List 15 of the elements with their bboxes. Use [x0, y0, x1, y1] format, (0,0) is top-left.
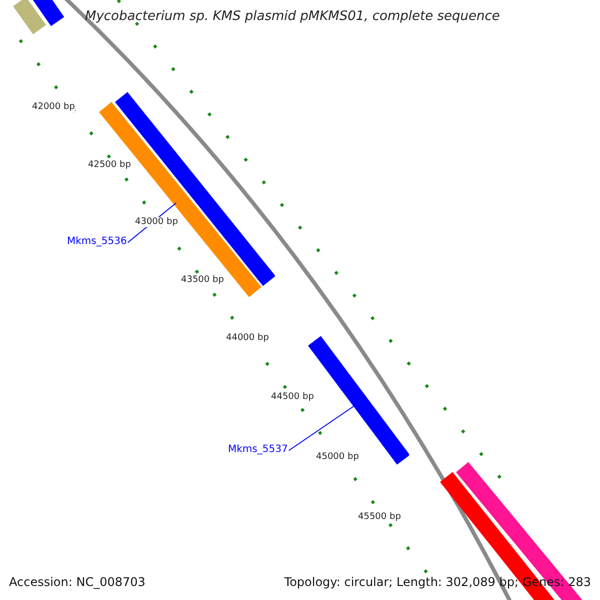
map-title: Mycobacterium sp. KMS plasmid pMKMS01, complete sequence	[85, 9, 500, 24]
tick-label: 45000 bp	[316, 452, 359, 462]
gene-bar	[13, 0, 46, 35]
tick-label: 44500 bp	[271, 392, 314, 402]
accession-note: Accession: NC_008703	[9, 575, 146, 589]
tick-label: 42500 bp	[88, 160, 131, 170]
tick-label: 43000 bp	[135, 217, 178, 227]
tick-label: 45500 bp	[358, 512, 401, 522]
gene-label: Mkms_5536	[67, 236, 127, 247]
tick-label: 44000 bp	[226, 333, 269, 343]
tick-label: 42000 bp	[32, 102, 75, 112]
tick-label: 43500 bp	[181, 275, 224, 285]
gene-label: Mkms_5537	[228, 444, 288, 455]
summary-note: Topology: circular; Length: 302,089 bp; Genes: 283	[284, 575, 591, 589]
gene-bar	[33, 0, 65, 27]
